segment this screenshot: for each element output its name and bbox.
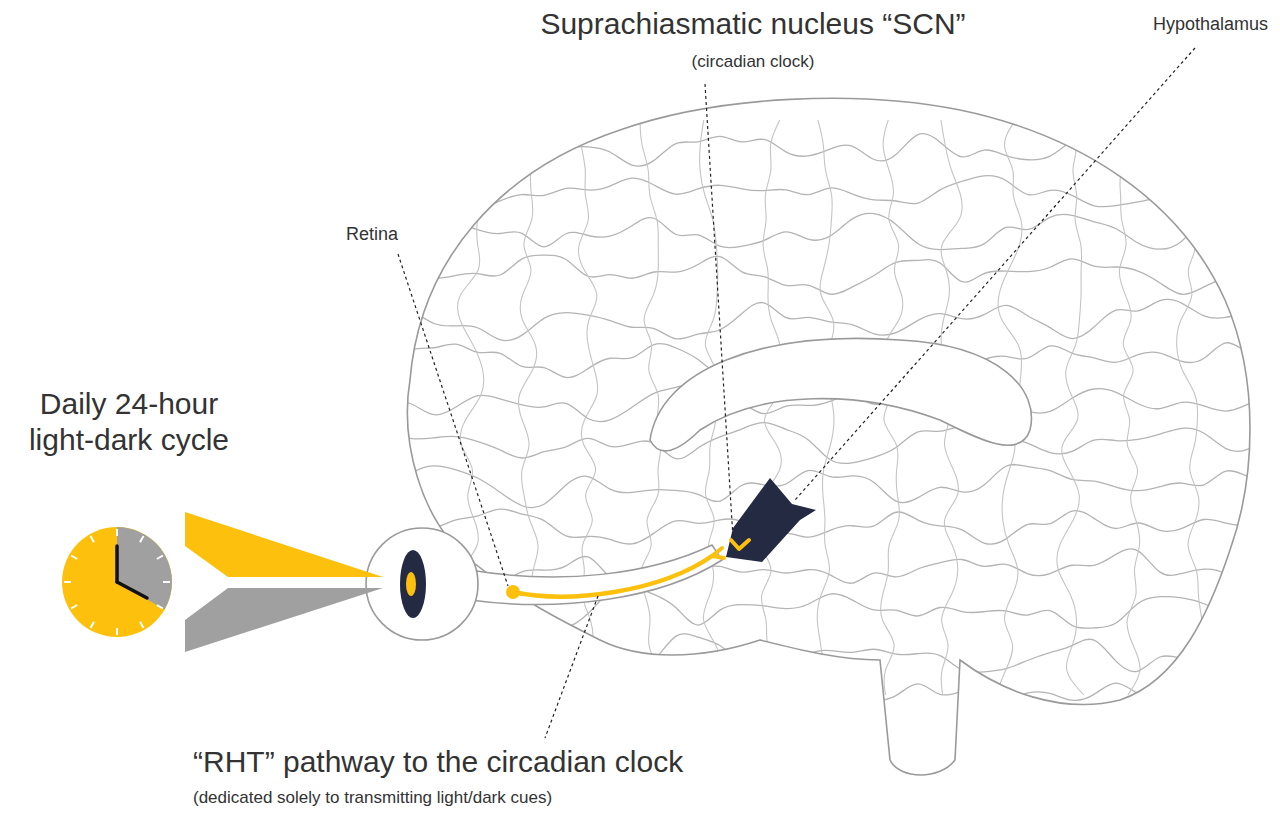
- clock-tick: [91, 622, 95, 628]
- sulcus-line: [1119, 120, 1140, 695]
- gyrus-line: [390, 423, 1270, 464]
- rht-fork: [712, 548, 724, 558]
- sulcus-line: [640, 120, 661, 695]
- clock-tick: [71, 556, 77, 560]
- pathway-note: (dedicated solely to transmitting light/…: [193, 788, 552, 808]
- brain-gyri: [390, 120, 1270, 716]
- sulcus-line: [1177, 120, 1204, 695]
- retina-dot: [506, 585, 520, 599]
- clock-tick: [91, 536, 95, 542]
- sulcus-line: [817, 120, 844, 695]
- sulcus-line: [1057, 120, 1084, 695]
- sulcus-line: [579, 120, 603, 695]
- clock-tick: [71, 605, 77, 609]
- gyrus-line: [390, 134, 1270, 167]
- clock-tick: [116, 628, 118, 635]
- dark-arrow: [185, 588, 383, 652]
- scn-mark: [731, 540, 749, 549]
- clock-tick: [116, 529, 118, 536]
- rht-pathway: [513, 556, 712, 597]
- gyrus-line: [390, 255, 1270, 294]
- clock-icon: [62, 527, 172, 637]
- clock-tick: [157, 605, 163, 609]
- hypothalamus-shape: [726, 478, 816, 562]
- clock-tick: [157, 556, 163, 560]
- gyrus-line: [390, 677, 1270, 716]
- part-label: Hypothalamus: [1153, 14, 1268, 36]
- pathway-label: “RHT” pathway to the circadian clock: [193, 744, 683, 780]
- clock-tick: [140, 622, 144, 628]
- clock-tick: [64, 581, 71, 583]
- subtitle-label: (circadian clock): [692, 52, 815, 72]
- optic-nerve: [470, 545, 722, 604]
- leader-lines: [398, 48, 1195, 738]
- light-arrow: [185, 512, 383, 577]
- sulcus-line: [758, 120, 782, 695]
- brain-outline: [408, 98, 1251, 775]
- clock-tick: [140, 536, 144, 542]
- title-label: Suprachiasmatic nucleus “SCN”: [540, 6, 965, 42]
- clock-tick: [163, 581, 170, 583]
- eye: [366, 528, 478, 640]
- corpus-callosum: [650, 338, 1031, 450]
- cycle-label: Daily 24-hour light-dark cycle: [4, 386, 254, 458]
- gyrus-line: [390, 299, 1270, 341]
- sulcus-line: [518, 120, 539, 695]
- part-label: Retina: [346, 224, 398, 246]
